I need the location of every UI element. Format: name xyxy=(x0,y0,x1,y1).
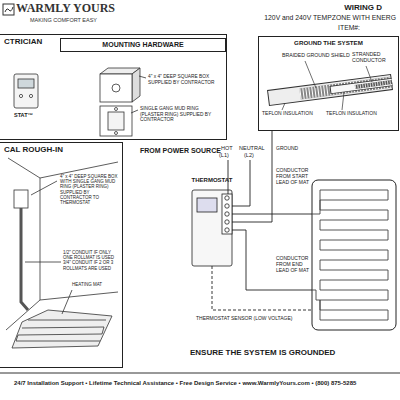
part-label: TEFLON INSULATION xyxy=(262,111,313,117)
cable-cutaway xyxy=(268,61,392,110)
outer-jacket-outline xyxy=(268,82,392,98)
outer-teflon xyxy=(269,82,391,98)
inner-teflon xyxy=(331,82,392,90)
footer-rule xyxy=(0,373,400,374)
square-box xyxy=(100,74,132,102)
section-heading: CAL ROUGH-IN xyxy=(4,145,118,154)
logo-wave xyxy=(5,7,13,12)
heating-mat-floor xyxy=(12,310,112,348)
end-lead-wire xyxy=(232,230,312,290)
rough-in-art xyxy=(6,158,118,348)
terminal xyxy=(225,228,229,232)
wire-label: CONDUCTOR FROM END LEAD OF MAT xyxy=(276,256,310,273)
part-label: BRAIDED GROUND SHIELD xyxy=(282,53,350,59)
terminal xyxy=(225,196,229,200)
braid-texture xyxy=(300,82,392,94)
neutral-wire xyxy=(232,160,250,206)
section-heading: CTRICIAN xyxy=(4,37,222,46)
terminal-block xyxy=(222,194,232,234)
wire-label: THERMOSTAT SENSOR (LOW VOLTAGE) xyxy=(196,316,293,322)
mud-ring xyxy=(100,106,132,136)
thermostat-body xyxy=(192,190,232,266)
part-label: HEATING MAT xyxy=(72,282,102,287)
leader-line xyxy=(31,181,57,195)
wire-label: CONDUCTOR FROM START LEAD OF MAT xyxy=(276,168,310,185)
wire-label: GROUND xyxy=(276,146,298,152)
start-lead-wire xyxy=(232,214,312,215)
part-label: STAT™ xyxy=(14,112,33,118)
diagram-subtitle: 120V and 240V TEMPZONE WITH ENERG xyxy=(264,14,396,22)
part-label: TEFLON INSULATION xyxy=(326,111,377,117)
device-label-box: THERMOSTAT xyxy=(186,176,238,188)
diagram-title: WIRING D xyxy=(344,3,382,12)
thermostat-icon xyxy=(14,74,38,108)
wire-label: (L1) xyxy=(219,152,229,158)
box-side xyxy=(132,68,140,102)
leader-line xyxy=(62,290,72,314)
terminal xyxy=(225,212,229,216)
thermostat-device xyxy=(192,190,232,266)
part-label: STRANDED CONDUCTOR xyxy=(352,52,396,64)
section-panel: MOUNTING HARDWARECTRICIAN xyxy=(0,34,227,140)
leader-line xyxy=(305,61,316,88)
stranded-conductor xyxy=(355,82,392,87)
wall-corner xyxy=(6,158,118,330)
leader-line xyxy=(139,76,146,78)
logo-square xyxy=(3,4,14,15)
mat-cable xyxy=(16,320,106,341)
part-label: 1/2" CONDUIT IF ONLY ONE ROLLMAT IS USED… xyxy=(63,250,117,271)
thermostat-button xyxy=(29,94,32,97)
terminal xyxy=(225,220,229,224)
section-heading: GROUND THE SYSTEM xyxy=(261,39,396,46)
brand-tagline: MAKING COMFORT EASY xyxy=(30,17,97,23)
wall-box xyxy=(14,190,28,208)
heating-mat xyxy=(312,180,396,330)
thermostat-screen xyxy=(197,198,217,212)
part-label: SINGLE GANG MUD RING (PLASTER RING) SUPP… xyxy=(140,106,222,123)
wiring xyxy=(212,131,312,310)
mat-heating-cable xyxy=(312,190,388,320)
mounting-hardware-art xyxy=(14,68,146,136)
braided-shield xyxy=(300,82,392,94)
terminal xyxy=(225,204,229,208)
screw xyxy=(115,132,118,135)
leader-line xyxy=(342,92,344,110)
wire-label: NEUTRAL xyxy=(239,145,265,151)
thermostat-button xyxy=(19,94,22,97)
header-band: MOUNTING HARDWARE xyxy=(60,38,226,52)
sensor-wire xyxy=(212,266,312,310)
logo-icon xyxy=(3,4,14,15)
ground-wire xyxy=(232,131,272,222)
leader-line xyxy=(25,262,61,263)
inner-teflon-outline xyxy=(330,82,392,90)
footer-text: 24/7 Installation Support • Lifetime Tec… xyxy=(14,380,356,387)
conduit xyxy=(21,208,28,310)
part-label: 4" x 4" DEEP SQUARE BOX WITH SINGLE GANG… xyxy=(60,174,118,205)
leader-line xyxy=(366,66,372,82)
part-label: 4" x 4" DEEP SQUARE BOX SUPPLIED BY CONT… xyxy=(148,74,218,85)
item-number: ITEM#: xyxy=(338,24,360,32)
thermostat-screen xyxy=(18,79,34,88)
section-heading: MOUNTING HARDWARE xyxy=(63,41,223,49)
leader-line xyxy=(282,103,285,110)
brand-name: WARMLY YOURS xyxy=(16,2,115,16)
mud-ring-opening xyxy=(108,112,124,130)
section-note: FROM POWER SOURCE xyxy=(140,147,221,155)
section-panel: GROUND THE SYSTEM xyxy=(258,36,399,131)
strand-texture xyxy=(355,82,392,87)
wire-label: (L2) xyxy=(244,152,254,158)
knockout xyxy=(112,84,120,92)
screw xyxy=(115,108,118,111)
warning-note: ENSURE THE SYSTEM IS GROUNDED xyxy=(190,348,335,357)
wire-label: HOT xyxy=(221,145,233,151)
section-heading: THERMOSTAT xyxy=(186,177,238,184)
mat-outline xyxy=(312,180,396,330)
leader-line xyxy=(131,110,138,113)
